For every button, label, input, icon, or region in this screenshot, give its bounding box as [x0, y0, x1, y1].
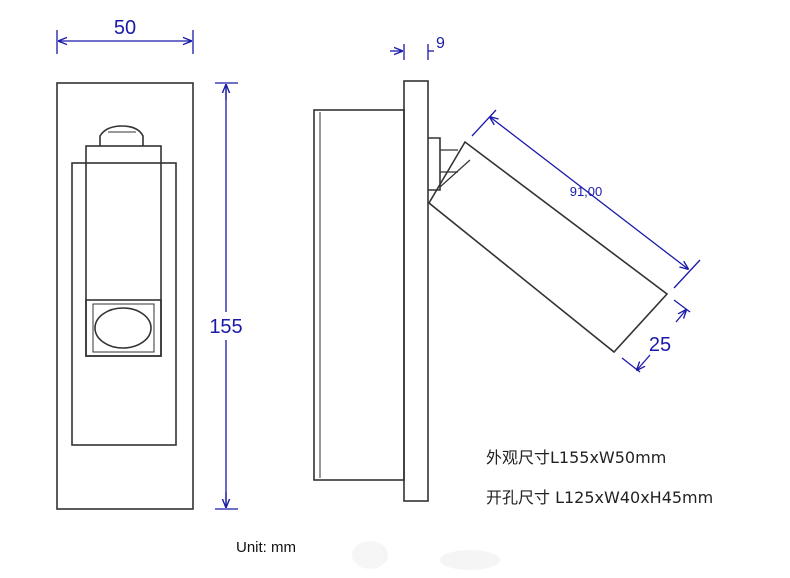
switch-button — [94, 307, 152, 349]
tilted-lamp-head — [427, 140, 669, 354]
pivot-joint — [428, 137, 441, 191]
dim-height-label: 155 — [209, 316, 242, 338]
dim-protrusion — [390, 44, 434, 60]
rotation-knob — [99, 125, 144, 146]
unit-label: Unit: mm — [236, 539, 296, 556]
dim-head-diameter-label: 25 — [649, 334, 671, 356]
front-lamp-head — [85, 145, 162, 357]
dim-width — [56, 30, 194, 54]
watermark-shape — [352, 541, 500, 570]
side-view — [313, 80, 669, 502]
front-face-plate — [56, 82, 194, 510]
side-housing-box — [313, 109, 405, 481]
dim-head-diameter — [621, 299, 691, 373]
dim-head-length — [471, 109, 701, 289]
switch-housing — [85, 299, 162, 357]
outer-size-spec: 外观尺寸L155xW50mm — [486, 448, 667, 467]
front-recess — [71, 162, 177, 446]
dim-width-label: 50 — [114, 17, 136, 39]
dim-height — [215, 82, 238, 510]
dim-protrusion-label: 9 — [436, 35, 445, 52]
front-view — [56, 82, 194, 510]
dim-head-length-label: 91,00 — [570, 184, 603, 199]
cutout-size-spec: 开孔尺寸 L125xW40xH45mm — [486, 488, 714, 507]
side-face-plate — [403, 80, 429, 502]
